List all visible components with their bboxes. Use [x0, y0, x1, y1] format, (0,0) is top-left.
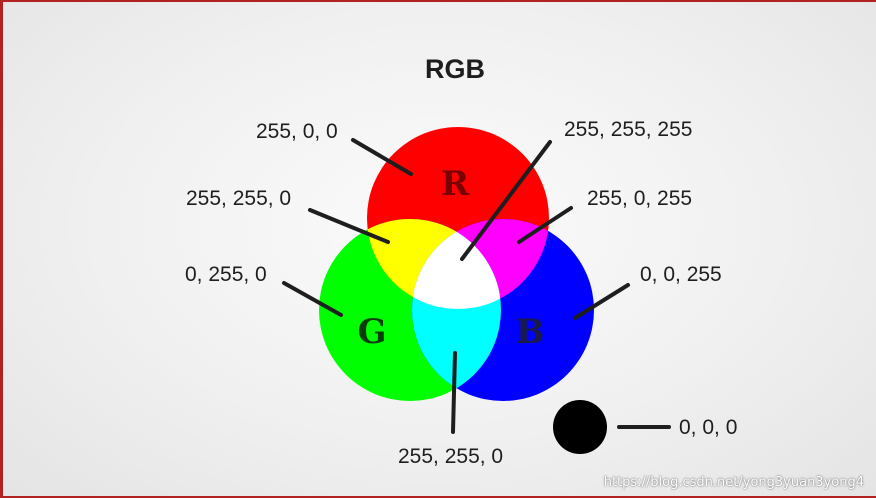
red-leader-line	[351, 138, 413, 176]
black-dot	[553, 400, 607, 454]
green-leader-line	[282, 281, 343, 317]
red-letter: R	[441, 164, 470, 204]
diagram-title: RGB	[425, 54, 485, 84]
cyan-leader-line	[451, 351, 457, 434]
rgb-venn-diagram: RGB R G B	[185, 54, 737, 468]
yellow-leader-line	[308, 208, 390, 244]
label-black: 0, 0, 0	[679, 416, 737, 439]
magenta-leader-line	[517, 206, 573, 244]
label-magenta: 255, 0, 255	[587, 187, 692, 210]
label-blue: 0, 0, 255	[640, 263, 722, 286]
blue-leader-line	[573, 283, 630, 320]
label-white: 255, 255, 255	[564, 118, 692, 141]
watermark: https://blog.csdn.net/yong3yuan3yong4	[603, 475, 864, 490]
label-cyan: 255, 255, 0	[398, 445, 503, 468]
green-letter: G	[357, 312, 386, 352]
blue-letter: B	[516, 312, 545, 352]
white-leader-line	[460, 140, 552, 261]
label-green: 0, 255, 0	[185, 263, 267, 286]
label-yellow: 255, 255, 0	[186, 187, 291, 210]
label-red: 255, 0, 0	[256, 120, 338, 143]
white-center	[412, 219, 501, 309]
